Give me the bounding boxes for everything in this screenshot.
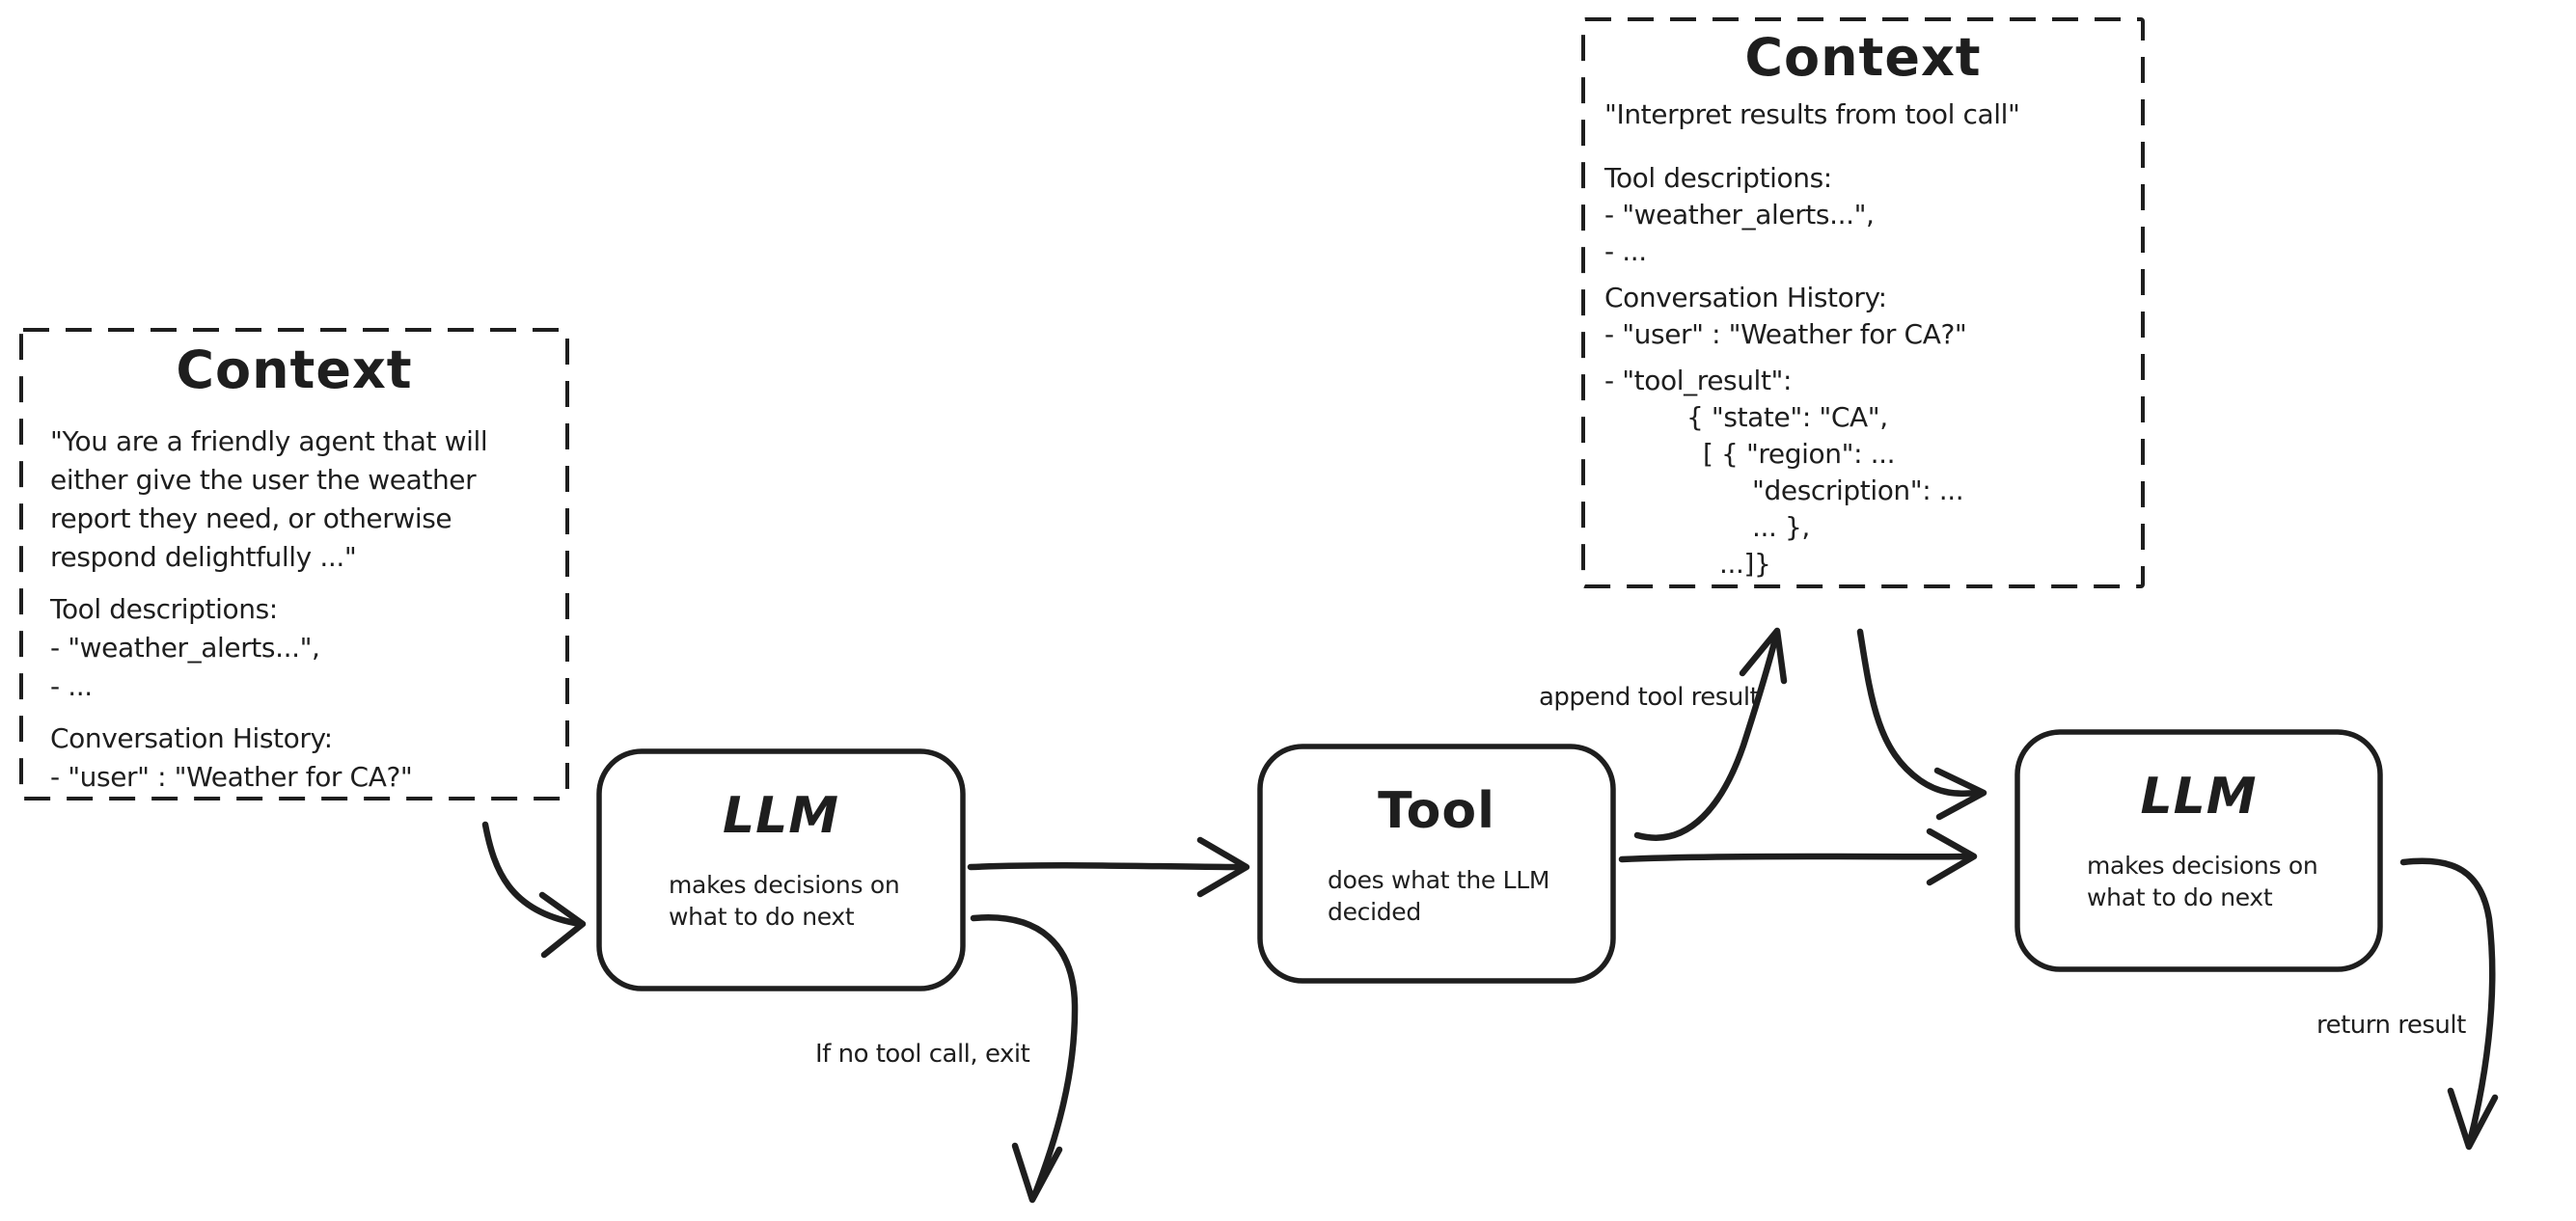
edge-label-if-no-tool-call-exit: If no tool call, exit bbox=[815, 1040, 1030, 1069]
arrow-tool-to-context-top bbox=[1633, 627, 1788, 841]
context-left-box-outline bbox=[19, 328, 569, 800]
context-top-node: Context "Interpret results from tool cal… bbox=[1583, 19, 2143, 586]
arrow-context-top-to-llm2 bbox=[1856, 628, 1987, 821]
tool-node-outline bbox=[1257, 744, 1616, 984]
arrow-tool-to-llm2 bbox=[1618, 828, 1978, 886]
llm-node-2-title: LLM bbox=[2140, 768, 2258, 826]
llm-node-1-outline bbox=[596, 748, 966, 991]
context-left-title: Context bbox=[176, 339, 413, 400]
llm-node-2-outline bbox=[2014, 729, 2383, 972]
arrow-llm1-exit bbox=[970, 914, 1079, 1204]
llm-node-2: LLM makes decisions on what to do next bbox=[2017, 732, 2380, 969]
context-top-conversation-history: Conversation History: - "user" : "Weathe… bbox=[1604, 282, 1967, 350]
context-top-tool-descriptions: Tool descriptions: - "weather_alerts..."… bbox=[1604, 162, 1875, 267]
arrow-context-left-to-llm1 bbox=[481, 821, 587, 959]
context-top-tool-result: - "tool_result": { "state": "CA", [ { "r… bbox=[1604, 365, 1964, 580]
llm-node-1: LLM makes decisions on what to do next bbox=[599, 751, 963, 989]
context-left-conversation-history: Conversation History: - "user" : "Weathe… bbox=[50, 722, 413, 793]
tool-node-subtitle: does what the LLM decided bbox=[1328, 866, 1550, 926]
edge-label-append-tool-result: append tool result bbox=[1539, 683, 1760, 712]
llm-node-2-subtitle: makes decisions on what to do next bbox=[2087, 852, 2318, 911]
context-top-system-prompt: "Interpret results from tool call" bbox=[1604, 98, 2020, 130]
llm-node-1-subtitle: makes decisions on what to do next bbox=[669, 871, 900, 931]
arrow-llm2-return-result bbox=[2399, 857, 2499, 1151]
context-left-system-prompt: "You are a friendly agent that will eith… bbox=[50, 425, 488, 573]
context-left-tool-descriptions: Tool descriptions: - "weather_alerts..."… bbox=[50, 593, 320, 702]
tool-node: Tool does what the LLM decided bbox=[1260, 746, 1613, 981]
edge-label-return-result: return result bbox=[2316, 1011, 2466, 1040]
arrow-llm1-to-tool bbox=[967, 836, 1250, 898]
tool-node-title: Tool bbox=[1378, 782, 1495, 840]
llm-node-1-title: LLM bbox=[722, 787, 839, 845]
context-top-box-outline bbox=[1581, 17, 2145, 588]
context-top-title: Context bbox=[1744, 27, 1982, 88]
context-left-node: Context "You are a friendly agent that w… bbox=[21, 330, 567, 799]
